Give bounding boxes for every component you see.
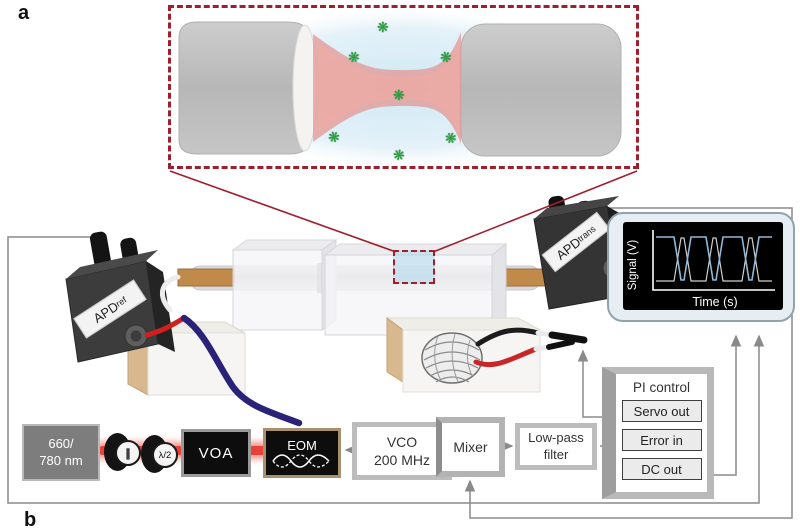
mixer-label: Mixer [453,439,488,455]
cable-tip-black-2 [546,339,575,350]
half-waveplate-optic: λ/2 [141,434,179,474]
red-cable [473,346,539,368]
scope-trace-reflection [656,237,772,282]
eom-box: EOM [263,428,341,478]
molecule-icon: ❋ [393,87,405,103]
voa-box: VOA [181,429,251,477]
scope-axes [652,230,775,291]
cable-tip-black-1 [548,331,588,344]
coil-cables [473,327,588,368]
wire-dcout-to-scope [703,334,742,476]
cavity-mirror-right [460,23,622,157]
servo-out-port: Servo out [621,400,702,422]
black-cable [475,327,541,347]
error-in-port: Error in [621,429,702,451]
panel-label-a: a [18,2,30,24]
laser-wavelength-2: 780 nm [39,452,83,468]
fiber-rod-left [177,268,235,287]
polarizer-optic: ∥ [104,432,142,472]
blue-fiber-to-eom [180,314,303,427]
cavity-mirror-left [178,21,311,155]
oscilloscope-screen: Signal (V) Time (s) [623,222,783,310]
vco-label-1: VCO [386,433,418,450]
vco-label-2: 200 MHz [373,452,431,468]
lpf-label-2: filter [543,446,569,462]
molecule-icon: ❋ [391,146,407,164]
laser-source-box: 660/ 780 nm [22,424,100,481]
polarizer-icon: ∥ [115,440,141,466]
apd-trans-sub: trans [575,223,598,244]
pi-control-box: PI control Servo out Error in DC out [602,367,714,499]
cavity-inset: ❋ ❋ ❋ ❋ ❋ ❋ ❋ [168,5,639,169]
cavity-target-box [393,250,435,284]
fiber-coil [421,332,483,384]
inset-callout-lines [169,170,638,253]
lpf-label-1: Low-pass [528,430,584,446]
scope-traces [652,230,775,291]
dc-out-port: DC out [621,458,702,480]
low-pass-filter-box: Low-pass filter [515,423,597,470]
eom-label: EOM [287,437,317,453]
apd-ref-knob-1 [89,231,112,269]
red-fiber [144,315,187,338]
scope-trace-transmission [656,236,772,281]
scope-x-axis-label: Time (s) [692,295,738,309]
pi-control-title: PI control [632,380,691,395]
cavity-beam-core [317,42,459,134]
laser-beam [246,446,268,455]
glass-chamber-left [231,239,338,331]
cavity-inset-art [178,10,622,166]
laser-wavelength-1: 660/ [48,436,74,452]
panel-label-b: b [24,509,37,530]
eom-modulation-icon [272,453,330,468]
mixer-box: Mixer [436,417,505,477]
wire-apdtrans-to-mixer [464,207,793,519]
oscilloscope-monitor: Signal (V) Time (s) [607,212,795,322]
voa-label: VOA [198,444,234,462]
waveplate-icon: λ/2 [152,442,178,468]
white-fiber [160,274,181,313]
molecule-icon: ❋ [377,19,389,35]
